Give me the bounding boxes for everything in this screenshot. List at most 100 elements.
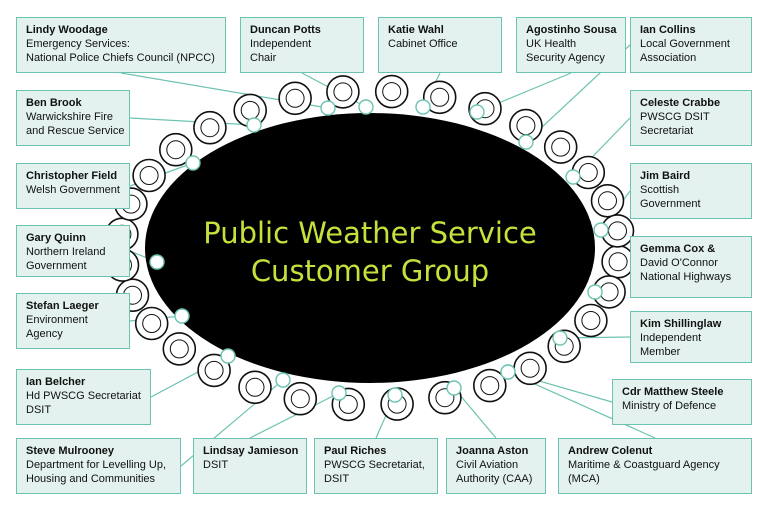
member-role: Hd PWSCG Secretariat	[26, 390, 141, 402]
member-name: Stefan Laeger	[26, 300, 99, 312]
member-name: Gemma Cox &	[640, 243, 716, 255]
member-name: Ben Brook	[26, 97, 82, 109]
member-role: Chair	[250, 52, 277, 64]
member-role: Authority (CAA)	[456, 473, 533, 485]
title-line-2: Customer Group	[250, 254, 490, 288]
chair	[278, 81, 312, 116]
meeting-table	[145, 113, 595, 383]
seat-marker	[587, 284, 603, 300]
member-role: Welsh Government	[26, 184, 120, 196]
connector-line	[249, 392, 340, 439]
member-name: Andrew Colenut	[568, 445, 653, 457]
member-role: UK Health	[526, 38, 577, 50]
chair	[422, 80, 457, 115]
seat-marker	[387, 387, 403, 403]
member-role: PWSCG Secretariat,	[324, 459, 425, 471]
member-role: Ministry of Defence	[622, 400, 717, 412]
chair	[571, 155, 606, 190]
member-role: Warwickshire Fire	[26, 111, 113, 123]
member-role: David O'Connor	[640, 257, 718, 269]
chairs	[105, 74, 635, 422]
member-role: Northern Ireland	[26, 246, 106, 258]
member-name: Lindy Woodage	[26, 24, 108, 36]
chair	[543, 130, 578, 164]
chair	[134, 306, 169, 341]
member-role: Secretariat	[640, 125, 694, 137]
member-name: Paul Riches	[324, 445, 387, 457]
member-role: and Rescue Service	[26, 125, 125, 137]
member-name: Ian Collins	[640, 24, 696, 36]
member-name: Gary Quinn	[26, 232, 86, 244]
member-role: Cabinet Office	[388, 38, 458, 50]
member-name: Celeste Crabbe	[640, 97, 721, 109]
member-name: Lindsay Jamieson	[203, 445, 299, 457]
member-role: National Police Chiefs Council (NPCC)	[26, 52, 215, 64]
chair	[193, 110, 227, 145]
seat-marker	[593, 222, 609, 238]
seat-marker	[149, 254, 165, 270]
chair	[238, 370, 272, 405]
member-role: Emergency Services:	[26, 38, 130, 50]
connector-line	[129, 117, 255, 126]
seat-markers	[149, 99, 609, 403]
chair	[472, 368, 507, 403]
seat-marker	[358, 99, 374, 115]
member-role: Civil Aviation	[456, 459, 519, 471]
member-role: Department for Levelling Up,	[26, 459, 167, 471]
seat-marker	[220, 348, 236, 364]
seat-marker	[331, 385, 347, 401]
chair	[132, 158, 166, 193]
member-role: Environment	[26, 314, 88, 326]
seat-marker	[565, 169, 581, 185]
member-role: Government	[640, 198, 701, 210]
member-role: Agency	[26, 328, 63, 340]
member-role: (MCA)	[568, 473, 600, 485]
member-role: DSIT	[324, 473, 350, 485]
seat-marker	[446, 380, 462, 396]
title-line-1: Public Weather Service	[203, 216, 537, 250]
chair	[326, 75, 360, 109]
member-role: DSIT	[203, 459, 229, 471]
member-name: Jim Baird	[640, 170, 691, 182]
member-name: Joanna Aston	[456, 445, 529, 457]
member-role: Security Agency	[526, 52, 605, 64]
member-name: Cdr Matthew Steele	[622, 386, 724, 398]
seat-marker	[415, 99, 431, 115]
chair	[513, 351, 547, 386]
member-name: Kim Shillinglaw	[640, 318, 722, 330]
seat-marker	[320, 100, 336, 116]
chair	[590, 184, 625, 218]
seat-marker	[552, 330, 568, 346]
seat-marker	[518, 134, 534, 150]
member-role: Association	[640, 52, 697, 64]
seat-marker	[469, 104, 485, 120]
seat-marker	[500, 364, 516, 380]
member-name: Ian Belcher	[26, 376, 86, 388]
chair	[374, 74, 409, 109]
member-name: Agostinho Sousa	[526, 24, 617, 36]
member-role: Local Government	[640, 38, 730, 50]
member-name: Katie Wahl	[388, 24, 444, 36]
diagram-title: Public Weather Service Customer Group	[175, 214, 565, 290]
member-role: Government	[26, 260, 87, 272]
chair	[159, 132, 193, 167]
seat-marker	[185, 155, 201, 171]
member-role: National Highways	[640, 271, 732, 283]
member-name: Christopher Field	[26, 170, 118, 182]
